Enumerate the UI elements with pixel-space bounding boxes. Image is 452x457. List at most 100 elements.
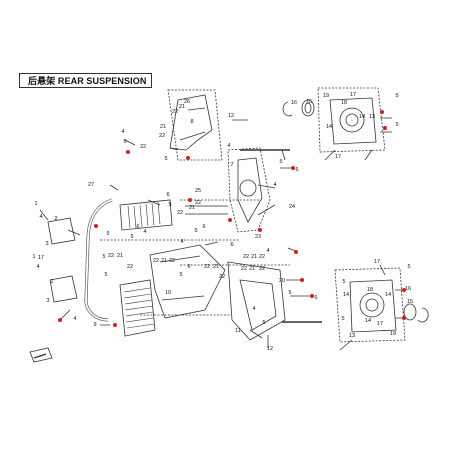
callout-c11: 11: [235, 328, 241, 334]
callout-c21: 21: [251, 254, 257, 260]
callout-c14: 14: [365, 318, 371, 324]
callout-c22: 22: [127, 264, 133, 270]
callout-c16: 16: [291, 100, 297, 106]
callout-c22: 22: [195, 200, 201, 206]
callout-c4: 4: [227, 143, 230, 149]
callout-c6: 6: [314, 295, 317, 301]
rear-knuckle-lower: [334, 267, 406, 343]
callout-c4: 4: [273, 182, 276, 188]
forward-direction-icon: [29, 347, 53, 363]
diagram-title: 后悬架 REAR SUSPENSION: [28, 76, 147, 86]
callout-c24: 24: [289, 204, 295, 210]
callout-c5: 5: [342, 279, 345, 285]
callout-c14: 14: [343, 292, 349, 298]
callout-c4: 4: [121, 129, 124, 135]
callout-c12: 12: [228, 113, 234, 119]
callout-c26: 26: [184, 99, 190, 105]
stabilizer-bracket-lower: [49, 275, 78, 303]
callout-c2: 2: [54, 216, 57, 222]
callout-c5: 5: [341, 316, 344, 322]
callout-c17: 17: [335, 154, 341, 160]
callout-c22: 22: [259, 266, 265, 272]
callout-c22: 22: [243, 254, 249, 260]
callout-c19: 19: [390, 331, 396, 337]
callout-c22: 22: [177, 210, 183, 216]
callout-c22: 22: [219, 274, 225, 280]
callout-c4: 4: [252, 306, 255, 312]
callout-c4: 4: [39, 214, 42, 220]
callout-c22: 22: [153, 258, 159, 264]
trailing-arm: [227, 147, 271, 233]
callout-c18: 18: [341, 100, 347, 106]
callout-c5: 5: [395, 93, 398, 99]
callout-c5: 5: [104, 272, 107, 278]
callout-c14: 14: [385, 292, 391, 298]
callout-c5: 5: [164, 156, 167, 162]
callout-c21: 21: [213, 264, 219, 270]
callout-c19: 19: [323, 93, 329, 99]
callout-c15: 15: [407, 299, 413, 305]
callout-c22: 22: [204, 264, 210, 270]
callout-c17: 17: [374, 259, 380, 265]
callout-c15: 15: [306, 99, 312, 105]
callout-c7: 7: [230, 162, 233, 168]
callout-c18: 18: [367, 287, 373, 293]
rear-knuckle-upper: [317, 87, 386, 153]
callout-c21: 21: [249, 266, 255, 272]
callout-c6: 6: [166, 192, 169, 198]
callout-c17: 17: [377, 321, 383, 327]
callout-c21: 21: [189, 205, 195, 211]
stabilizer-bar: [84, 198, 113, 322]
callout-c22: 22: [108, 253, 114, 259]
callout-c21: 21: [117, 253, 123, 259]
callout-c21: 21: [179, 104, 185, 110]
callout-c25: 25: [195, 188, 201, 194]
upper-shock: [119, 199, 173, 231]
callout-c1: 1: [32, 254, 35, 260]
bearing-lower: [403, 303, 417, 321]
callout-c5: 5: [106, 231, 109, 237]
callout-c5: 5: [194, 228, 197, 234]
callout-c17: 17: [38, 255, 44, 261]
callout-c5: 5: [123, 139, 126, 145]
callout-c6: 6: [230, 242, 233, 248]
callout-c22: 22: [241, 266, 247, 272]
callout-c6: 6: [295, 167, 298, 173]
lower-bracket: [227, 261, 286, 341]
callout-c21: 21: [161, 258, 167, 264]
stabilizer-bracket-upper: [47, 217, 76, 245]
callout-c22: 22: [172, 109, 178, 115]
callout-c14: 14: [326, 124, 332, 130]
callout-c17: 17: [350, 92, 356, 98]
callout-c5: 5: [168, 202, 171, 208]
callout-c16: 16: [405, 286, 411, 292]
callout-c21: 21: [160, 124, 166, 130]
callout-c6: 6: [202, 224, 205, 230]
callout-c22: 22: [169, 258, 175, 264]
callout-c23: 23: [255, 234, 261, 240]
callout-c5: 5: [262, 320, 265, 326]
callout-c13: 13: [349, 333, 355, 339]
upper-arm-outline: [167, 89, 223, 161]
callout-c5: 5: [179, 272, 182, 278]
callout-c13: 13: [369, 114, 375, 120]
callout-c4: 4: [266, 248, 269, 254]
callout-c9: 9: [93, 322, 96, 328]
callout-c4: 4: [143, 229, 146, 235]
callout-c20: 20: [279, 278, 285, 284]
callout-c5: 5: [288, 290, 291, 296]
callout-c1: 1: [34, 201, 37, 207]
callout-c5: 5: [130, 234, 133, 240]
callout-c22: 22: [140, 144, 146, 150]
callout-c4: 4: [36, 264, 39, 270]
callout-c27: 27: [88, 182, 94, 188]
callout-c8: 8: [190, 119, 193, 125]
callout-c12: 12: [267, 346, 273, 352]
callout-c14: 14: [359, 114, 365, 120]
callout-c6: 6: [136, 224, 139, 230]
circlip-lower: [417, 307, 429, 323]
callout-c5: 5: [395, 122, 398, 128]
callout-c5: 5: [279, 159, 282, 165]
callout-c3: 3: [45, 241, 48, 247]
